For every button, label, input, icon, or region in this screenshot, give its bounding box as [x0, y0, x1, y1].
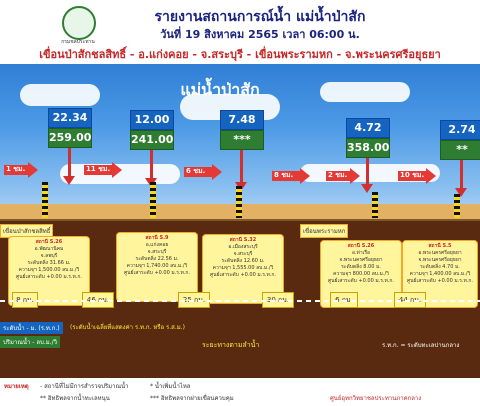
level-pointer: [366, 158, 369, 186]
station5-flow: **: [440, 140, 480, 160]
distance-dashed-line: [0, 300, 480, 302]
distance-axis-label: ระยะทางตามลำน้ำ: [202, 341, 260, 349]
level-pointer-head: [455, 188, 467, 197]
gauge-pole-icon: [454, 194, 460, 218]
station3-level: 7.48: [220, 110, 264, 130]
gauge-pole-icon: [372, 192, 378, 218]
travel-time-arrow: 6 ชม.: [184, 164, 222, 180]
level-pointer: [150, 150, 153, 180]
station5-level: 2.74: [440, 120, 480, 140]
travel-time-label: 2 ชม.: [328, 171, 348, 179]
report-date: วันที่ 19 สิงหาคม 2565 เวลา 06:00 น.: [160, 28, 360, 41]
gauge-pole-icon: [42, 182, 48, 218]
logo-caption: กรมชลประทาน: [61, 39, 95, 45]
axis-note: (ระดับน้ำเฉลี่ยที่แสดงค่า ร.ท.ก. หรือ ร.…: [70, 324, 185, 331]
legend-item: - สถานีที่ไม่มีการสำรวจปริมาณน้ำ: [40, 383, 129, 390]
station2-flow: 241.00: [130, 130, 174, 150]
level-pointer: [68, 148, 71, 178]
legend-title: หมายเหตุ: [4, 383, 29, 390]
footer-center-name: ศูนย์อุทกวิทยาชลประทานภาคกลาง: [330, 395, 422, 402]
level-pointer-head: [361, 184, 373, 193]
level-pointer: [460, 160, 463, 190]
travel-time-label: 6 ชม.: [186, 167, 206, 175]
flow-axis-label: ปริมาณน้ำ - ลบ.ม./วิ: [0, 336, 61, 348]
travel-time-label: 8 ชม.: [274, 171, 294, 179]
travel-time-label: 1 ชม.: [6, 165, 26, 173]
travel-time-arrow: 11 ชม.: [84, 162, 122, 178]
report-route: เขื่อนป่าสักชลสิทธิ์ - อ.แก่งคอย - จ.สระ…: [39, 48, 441, 61]
dam-label-right: เขื่อนพระรามหก: [300, 224, 349, 238]
cloud-shape: [320, 82, 410, 102]
travel-time-arrow: 1 ชม.: [4, 162, 38, 178]
report-header: กรมชลประทาน รายงานสถานการณ์น้ำ แม่น้ำป่า…: [0, 0, 480, 64]
travel-time-arrow: 2 ชม.: [326, 168, 360, 184]
rid-logo-icon: [62, 6, 96, 40]
level-axis-label: ระดับน้ำ - ม. (ร.ท.ก.): [0, 322, 63, 334]
travel-time-arrow: 8 ชม.: [272, 168, 310, 184]
msl-note: ร.ท.ก. = ระดับทะเลปานกลาง: [382, 342, 460, 349]
level-pointer: [240, 150, 243, 184]
gauge-pole-icon: [150, 182, 156, 218]
report-title: รายงานสถานการณ์น้ำ แม่น้ำป่าสัก: [154, 9, 366, 25]
station4-level: 4.72: [346, 118, 390, 138]
station2-level: 12.00: [130, 110, 174, 130]
station4-flow: 358.00: [346, 138, 390, 158]
legend-item: ** อิทธิพลจากน้ำทะเลหนุน: [40, 395, 110, 402]
legend-item: * น้ำเพิ่มน้ำไหล: [150, 383, 191, 390]
travel-time-arrow: 10 ชม.: [398, 168, 436, 184]
river-profile-scene: แม่น้ำป่าสัก 22.34 259.00 12.00 241.00 7…: [0, 64, 480, 378]
travel-time-label: 10 ชม.: [400, 171, 425, 179]
station3-flow: ***: [220, 130, 264, 150]
travel-time-label: 11 ชม.: [86, 165, 111, 173]
legend-footer: หมายเหตุ - สถานีที่ไม่มีการสำรวจปริมาณน้…: [0, 378, 480, 406]
gauge-pole-icon: [236, 186, 242, 218]
station1-level: 22.34: [48, 108, 92, 128]
station1-flow: 259.00: [48, 128, 92, 148]
ground-line: [0, 219, 480, 221]
level-pointer-head: [63, 176, 75, 185]
legend-item: *** อิทธิพลจากฝายเขื่อนควบคุม: [150, 395, 234, 402]
cloud-shape: [20, 84, 100, 106]
river-name: แม่น้ำป่าสัก: [180, 80, 260, 99]
